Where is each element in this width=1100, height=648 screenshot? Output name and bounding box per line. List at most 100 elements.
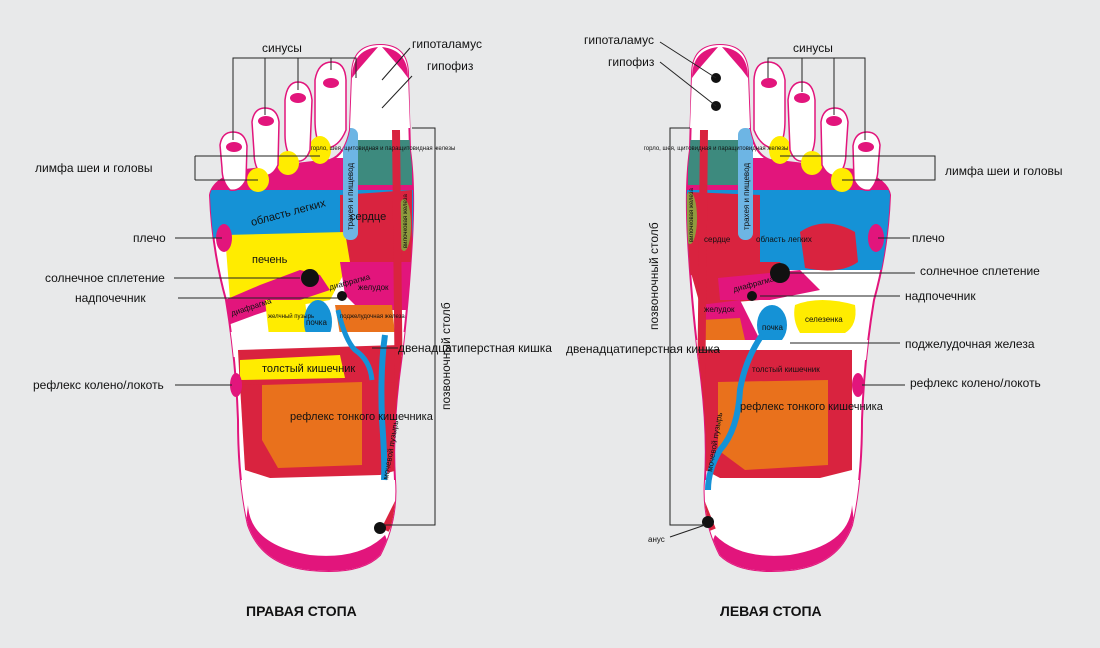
- right-kidney-label: почка: [306, 318, 327, 327]
- right-toe-3-sinus: [290, 93, 306, 103]
- right-thymus-label: вилочковая железа: [403, 194, 409, 248]
- left-kidney-zone: [757, 305, 787, 345]
- right-adrenal-label: надпочечник: [75, 291, 146, 305]
- left-knee-label: рефлекс колено/локоть: [910, 376, 1041, 390]
- right-big-toe-cap-left: [352, 47, 378, 78]
- left-adrenal-point: [747, 291, 757, 301]
- right-throat-label: горло, шея, щитовидная и паращитовидная …: [311, 146, 456, 152]
- left-trachea-label: трахея и пищевод: [742, 163, 751, 230]
- right-solar-plexus-point: [301, 269, 319, 287]
- right-colon-label: толстый кишечник: [262, 363, 355, 375]
- left-pancreas-label: поджелудочная железа: [905, 337, 1035, 351]
- right-sinus-bracket: [232, 57, 357, 140]
- right-toe-4-sinus: [258, 116, 274, 126]
- right-stomach-label: желудок: [358, 283, 389, 292]
- right-lymph-label: лимфа шеи и головы: [35, 161, 153, 175]
- right-throat-zone: [352, 140, 412, 185]
- right-pancreas-label: поджелудочная железа: [340, 314, 405, 320]
- right-toe-2-sinus: [323, 78, 339, 88]
- right-small-intestine-label: рефлекс тонкого кишечника: [290, 411, 434, 423]
- left-spine-label: позвоночный столб: [647, 222, 661, 330]
- left-big-toe-cap-right: [722, 47, 748, 78]
- right-shoulder-zone: [216, 224, 232, 252]
- left-diaphragm-zone: [718, 270, 820, 300]
- left-sinus-bracket: [767, 57, 866, 140]
- left-spine-bracket: [669, 127, 704, 526]
- left-pituitary-line: [659, 61, 717, 107]
- left-heart-label: сердце: [704, 235, 731, 244]
- right-liver-label: печень: [252, 254, 288, 266]
- right-hypothalamus-label: гипоталамус: [412, 37, 482, 51]
- right-spine-label: позвоночный столб: [439, 302, 453, 410]
- right-duodenum-label: двенадцатиперстная кишка: [398, 341, 552, 355]
- left-toe-5: [852, 131, 881, 192]
- left-hypothalamus-line: [659, 41, 717, 79]
- left-small-intestine-zone: [718, 380, 828, 470]
- right-lymph-bracket: [194, 155, 320, 181]
- right-colon-yellow: [240, 355, 345, 380]
- left-big-toe-top: [690, 45, 750, 128]
- left-spleen-label: селезенка: [805, 315, 843, 324]
- right-heart-label: сердце: [350, 211, 386, 223]
- left-lymph-bracket: [780, 155, 936, 181]
- left-toe-4-sinus: [826, 116, 842, 126]
- left-lymph-label: лимфа шеи и головы: [945, 164, 1063, 178]
- left-small-intestine-label: рефлекс тонкого кишечника: [740, 401, 884, 413]
- left-pituitary-label: гипофиз: [608, 55, 655, 69]
- left-ureter: [705, 333, 765, 491]
- left-hypothalamus-label: гипоталамус: [584, 33, 654, 47]
- left-thymus-label: вилочковая железа: [689, 188, 695, 242]
- right-trachea-zone: [343, 128, 358, 240]
- left-throat-label: горло, шея, щитовидная и паращитовидная …: [644, 146, 789, 152]
- right-toe-5-sinus: [226, 142, 242, 152]
- right-ureter: [378, 334, 388, 481]
- right-hypothalamus-line: [381, 47, 411, 81]
- left-shoulder-label: плечо: [912, 231, 945, 245]
- left-anus-point: [702, 516, 714, 528]
- right-adrenal-point: [337, 291, 347, 301]
- left-foot: горло, шея, щитовидная и паращитовидная …: [566, 33, 1063, 619]
- left-thymus-zone: [686, 192, 697, 244]
- right-foot: горло, шея, щитовидная и паращитовидная …: [33, 37, 552, 619]
- right-toe-2: [314, 61, 347, 149]
- left-toe-2: [753, 61, 786, 149]
- right-pancreas-zone: [335, 305, 395, 335]
- right-spine-bracket: [384, 127, 436, 526]
- left-shoulder-zone: [868, 224, 884, 252]
- right-trachea-label: трахея и пищевод: [346, 163, 355, 230]
- left-pancreas-tail: [700, 318, 745, 345]
- right-pituitary-line: [381, 75, 413, 109]
- right-pituitary-label: гипофиз: [427, 59, 474, 73]
- left-solar-label: солнечное сплетение: [920, 264, 1040, 278]
- left-toe-3-sinus: [794, 93, 810, 103]
- right-foot-title: ПРАВАЯ СТОПА: [246, 603, 357, 619]
- left-toe-3-lymph: [801, 151, 823, 175]
- left-sinus-label: синусы: [793, 41, 833, 55]
- right-heel-rim: [240, 505, 395, 571]
- left-big-toe-cap-left: [692, 47, 718, 78]
- right-toe-5: [219, 131, 248, 192]
- right-knee-label: рефлекс колено/локоть: [33, 378, 164, 392]
- right-gallbladder-label: желчный пузырь: [268, 313, 314, 320]
- left-colon-zone: [700, 350, 852, 380]
- right-toe-3-lymph: [277, 151, 299, 175]
- right-knee-zone: [230, 373, 242, 397]
- right-spine-end-point: [374, 522, 386, 534]
- left-duodenum-label: двенадцатиперстная кишка: [566, 342, 720, 356]
- left-lungs-label: область легких: [756, 235, 812, 244]
- left-toe-2-lymph: [769, 136, 791, 164]
- left-trachea-zone: [738, 128, 753, 240]
- right-ureter-upper: [335, 309, 375, 381]
- right-sinus-label: синусы: [262, 41, 302, 55]
- left-adrenal-label: надпочечник: [905, 289, 976, 303]
- right-big-toe-cap-right: [382, 47, 408, 78]
- left-knee-zone: [852, 373, 864, 397]
- left-colon-label: толстый кишечник: [752, 365, 820, 374]
- right-solar-label: солнечное сплетение: [45, 271, 165, 285]
- right-shoulder-label: плечо: [133, 231, 166, 245]
- left-toe-2-sinus: [761, 78, 777, 88]
- left-stomach-label: желудок: [704, 305, 735, 314]
- right-toe-2-lymph: [309, 136, 331, 164]
- left-solar-plexus-point: [770, 263, 790, 283]
